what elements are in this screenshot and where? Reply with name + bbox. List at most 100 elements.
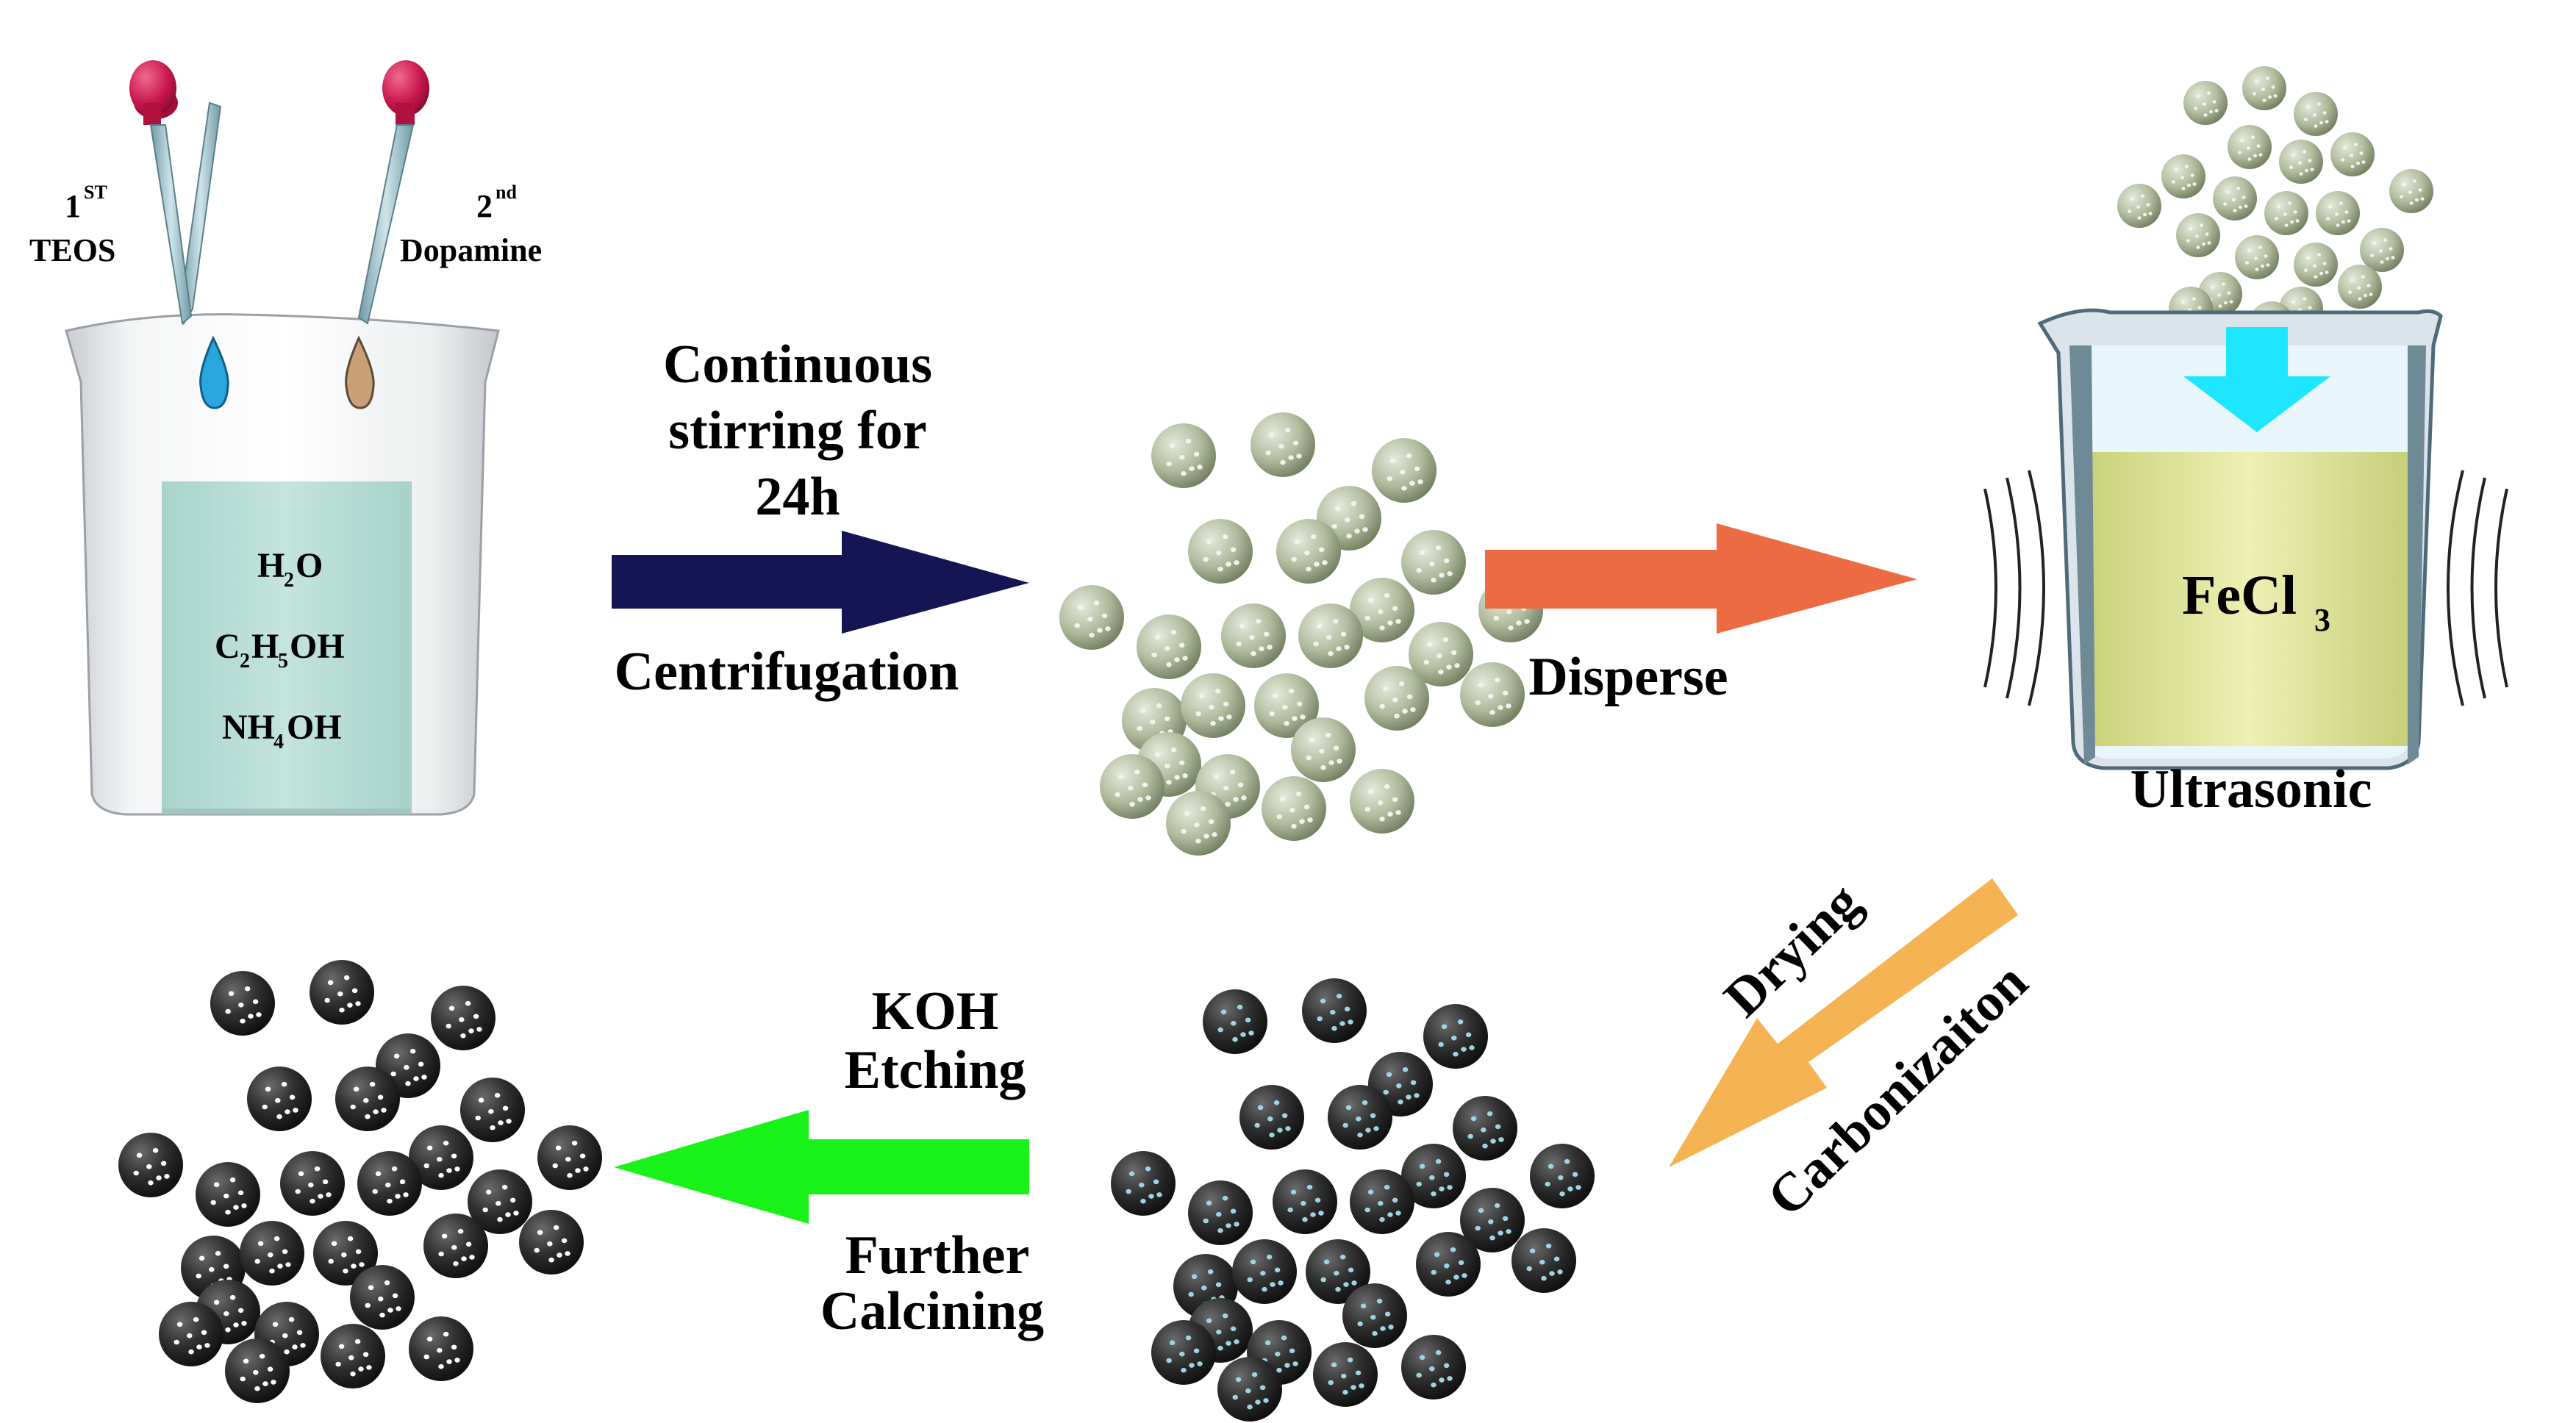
dropper-left-ordinal: 1 <box>65 188 81 224</box>
beaker-label-fecl3: FeCl 3 <box>2182 564 2330 638</box>
falling-silica-sphere <box>2176 213 2220 257</box>
svg-text:FeCl: FeCl <box>2182 564 2297 626</box>
porous-carbon-sphere <box>468 1169 532 1234</box>
falling-silica-sphere <box>2389 169 2433 213</box>
formula-ammonia: NH 4 OH <box>222 708 342 753</box>
carbon-sphere <box>1188 1180 1253 1245</box>
falling-silica-sphere <box>2213 176 2257 221</box>
arrow1-line1: Continuous <box>663 334 932 395</box>
silica-sphere <box>1221 603 1286 668</box>
svg-text:O: O <box>296 546 323 585</box>
porous-carbon-sphere <box>247 1067 312 1131</box>
dropper-right-ordinal: 2 <box>476 188 493 224</box>
porous-carbon-sphere <box>321 1324 385 1388</box>
arrow-disperse <box>1485 523 1917 634</box>
dropper-right-ordinal-sup: nd <box>495 182 517 203</box>
carbon-sphere <box>1302 978 1367 1043</box>
silica-sphere <box>1262 776 1326 841</box>
carbon-sphere <box>1328 1085 1392 1150</box>
arrow1-line2: stirring for <box>668 401 926 461</box>
porous-carbon-sphere <box>350 1265 415 1330</box>
dropper-teos <box>129 60 222 326</box>
carbon-sphere <box>1453 1096 1517 1161</box>
falling-silica-sphere <box>2228 125 2272 169</box>
porous-carbon-sphere <box>280 1151 345 1216</box>
silica-sphere <box>1276 519 1341 584</box>
silica-sphere <box>1181 673 1245 738</box>
dropper-right-reagent: Dopamine <box>400 232 542 268</box>
carbon-sphere <box>1401 1335 1466 1399</box>
carbon-sphere <box>1511 1228 1576 1293</box>
carbon-sphere <box>1239 1085 1304 1150</box>
falling-silica-spheres <box>2117 66 2433 345</box>
silica-sphere <box>1254 673 1319 738</box>
arrow4-line2: Etching <box>845 1040 1026 1100</box>
silica-sphere <box>1372 438 1437 503</box>
arrow1-line3: 24h <box>755 467 840 527</box>
arrow4-below1: Further <box>845 1225 1030 1286</box>
porous-carbon-sphere <box>357 1151 422 1216</box>
carbon-sphere <box>1342 1283 1407 1348</box>
porous-carbon-sphere <box>210 971 275 1036</box>
svg-text:2: 2 <box>284 569 294 592</box>
silica-sphere <box>1166 791 1231 856</box>
porous-carbon-sphere <box>159 1302 223 1366</box>
arrow2-label: Disperse <box>1528 647 1728 707</box>
svg-text:C: C <box>215 627 240 666</box>
carbon-spheres <box>1111 978 1595 1422</box>
svg-text:OH: OH <box>290 627 345 666</box>
silica-sphere <box>1100 754 1164 819</box>
ultrasonic-caption: Ultrasonic <box>2130 759 2372 820</box>
carbon-sphere <box>1217 1357 1282 1422</box>
beaker-left <box>65 313 500 816</box>
silica-sphere <box>1401 530 1466 595</box>
silica-spheres <box>1059 412 1543 856</box>
arrow1-below: Centrifugation <box>615 642 959 702</box>
carbon-sphere <box>1306 1239 1370 1304</box>
sound-waves-right <box>2447 470 2508 706</box>
silica-sphere <box>1251 412 1315 477</box>
dropper-dopamine <box>357 60 429 325</box>
carbon-sphere <box>1313 1342 1378 1407</box>
carbon-sphere <box>1232 1239 1297 1304</box>
falling-silica-sphere <box>2360 228 2404 272</box>
svg-text:OH: OH <box>287 708 342 747</box>
falling-silica-sphere <box>2279 140 2323 184</box>
carbon-sphere <box>1111 1151 1176 1216</box>
silica-sphere <box>1460 662 1525 727</box>
porous-carbon-sphere <box>519 1210 584 1275</box>
porous-carbon-sphere <box>423 1214 488 1278</box>
falling-silica-sphere <box>2161 154 2205 198</box>
arrow4-below2: Calcining <box>820 1281 1044 1341</box>
silica-sphere <box>1137 614 1201 679</box>
porous-carbon-sphere <box>431 986 495 1050</box>
falling-silica-sphere <box>2294 243 2338 287</box>
arrow-koh-etching <box>614 1110 1029 1224</box>
silica-sphere <box>1350 578 1414 642</box>
silica-sphere <box>1298 603 1363 668</box>
carbon-sphere <box>1401 1144 1466 1208</box>
svg-text:H: H <box>251 627 279 666</box>
svg-text:4: 4 <box>273 731 284 753</box>
falling-silica-sphere <box>2235 235 2279 279</box>
silica-sphere <box>1409 622 1473 687</box>
beaker-ultrasonic <box>2037 308 2443 770</box>
falling-silica-sphere <box>2330 132 2375 176</box>
porous-carbon-sphere <box>310 960 374 1025</box>
sound-waves-left <box>1983 470 2045 706</box>
silica-sphere <box>1364 666 1429 731</box>
carbon-sphere <box>1460 1188 1525 1252</box>
svg-text:5: 5 <box>278 650 288 673</box>
dropper-left-reagent: TEOS <box>29 232 115 268</box>
arrow-stirring <box>612 531 1029 634</box>
arrow-drying-carbonization <box>1669 878 2018 1167</box>
inflow-arrow <box>2183 327 2330 432</box>
solution-liquid <box>162 481 412 809</box>
falling-silica-sphere <box>2242 66 2286 110</box>
falling-silica-sphere <box>2264 191 2308 235</box>
porous-carbon-sphere <box>409 1125 473 1190</box>
porous-carbon-spheres <box>118 960 602 1403</box>
dopamine-drop <box>345 335 375 409</box>
porous-carbon-sphere <box>460 1078 525 1142</box>
